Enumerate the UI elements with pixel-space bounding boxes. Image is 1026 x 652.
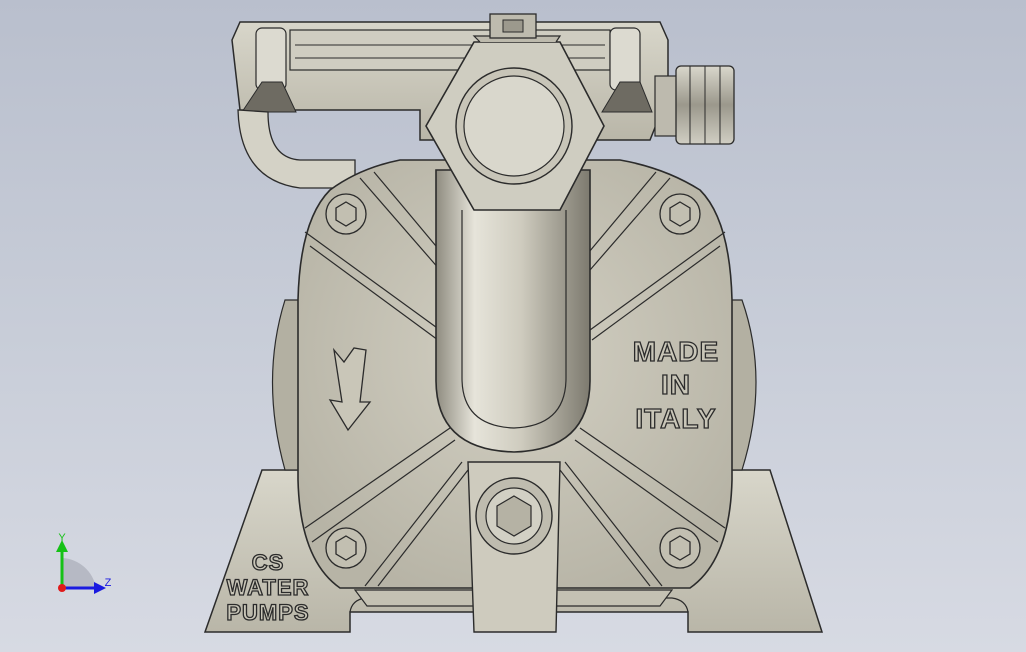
emboss-pumps: PUMPS (226, 600, 309, 625)
y-axis-label: Y (58, 532, 66, 544)
axis-triad: Y Z (56, 532, 112, 594)
emboss-water: WATER (227, 575, 310, 600)
z-axis-label: Z (105, 577, 112, 589)
flow-arrow (328, 347, 372, 432)
emboss-in: IN (661, 369, 691, 400)
brand-emboss: CS WATER PUMPS (226, 549, 310, 625)
x-axis-icon (58, 584, 66, 592)
outlet-pipe (435, 169, 591, 453)
emboss-cs: CS (252, 550, 285, 575)
emboss-italy: ITALY (635, 403, 716, 434)
emboss-made: MADE (633, 336, 719, 367)
made-in-italy-emboss: MADE IN ITALY (632, 335, 719, 434)
